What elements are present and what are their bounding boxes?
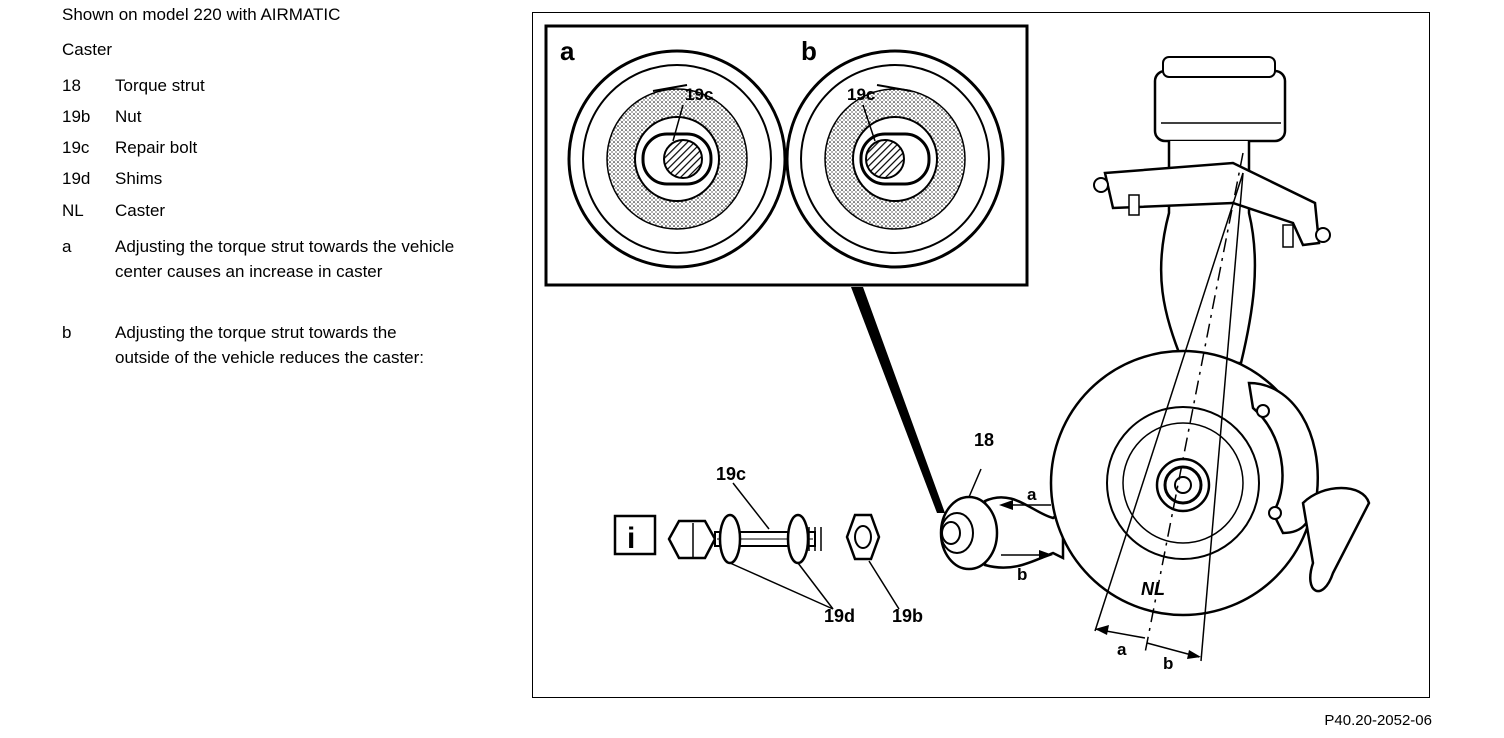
inset-detail: a 19c b 19c (544, 24, 1029, 513)
legend-key: 18 (62, 76, 81, 95)
arrow-label-b: b (1017, 565, 1027, 584)
caster-axis-lines (1094, 152, 1244, 662)
inset-label-a: a (560, 36, 575, 66)
brake-disc (1049, 349, 1317, 617)
note-text: Adjusting the torque strut towards the v… (115, 237, 455, 281)
note-key: b (62, 323, 72, 342)
caster-adjustment-figure: a 19c b 19c i (532, 12, 1430, 698)
inset-label-b: b (801, 36, 817, 66)
repair-bolt-assembly (667, 482, 900, 610)
note-key: a (62, 237, 72, 256)
legend-key: 19b (62, 107, 91, 126)
brake-caliper (1247, 381, 1371, 593)
bushing-a (567, 49, 787, 269)
callout-19c-b: 19c (847, 85, 875, 104)
section-title: Caster (62, 40, 113, 59)
legend-text: Nut (115, 107, 142, 126)
svg-text:i: i (627, 522, 635, 555)
page-heading: Shown on model 220 with AIRMATIC (62, 5, 341, 24)
note-text: Adjusting the torque strut towards the o… (115, 323, 425, 367)
legend-key: 19c (62, 138, 90, 157)
airmatic-strut (1093, 56, 1331, 365)
callout-19b: 19b (892, 606, 923, 626)
info-icon: i (613, 514, 657, 556)
callout-nl: NL (1141, 579, 1165, 599)
legend-text: Torque strut (115, 76, 205, 95)
axis-label-b: b (1163, 654, 1173, 673)
axis-label-a: a (1117, 640, 1127, 659)
arrow-label-a: a (1027, 485, 1037, 504)
callout-19c-a: 19c (685, 85, 713, 104)
legend-key: NL (62, 201, 84, 220)
bushing-b (785, 49, 1005, 269)
figure-reference: P40.20-2052-06 (1324, 712, 1432, 729)
figure-drawing: a 19c b 19c i (544, 24, 1371, 673)
legend-text: Repair bolt (115, 138, 198, 157)
callout-18: 18 (974, 430, 994, 450)
callout-19c: 19c (716, 464, 746, 484)
legend-text: Caster (115, 201, 166, 220)
torque-strut (939, 468, 1074, 571)
legend-key: 19d (62, 169, 91, 188)
legend-text: Shims (115, 169, 163, 188)
callout-19d: 19d (824, 606, 855, 626)
